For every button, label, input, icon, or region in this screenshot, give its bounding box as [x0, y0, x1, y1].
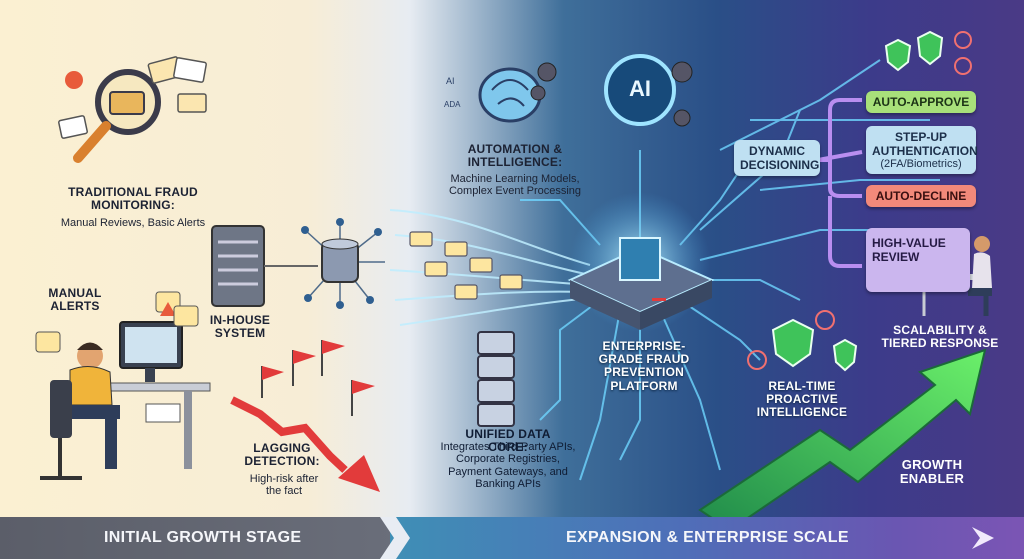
- data-core-title: UNIFIED DATA CORE:: [465, 427, 551, 455]
- automation-title: AUTOMATION & INTELLIGENCE:: [467, 142, 563, 170]
- data-core-servers-icon: [477, 331, 515, 427]
- declining-arrow-icon: [230, 396, 380, 492]
- mini-ai-label-2: ADA: [444, 100, 461, 109]
- traditional-monitoring-desc: Manual Reviews, Basic Alerts: [60, 217, 206, 229]
- footer-right-band: [390, 517, 1024, 559]
- transaction-cards: [409, 231, 523, 300]
- realtime-label: REAL-TIME PROACTIVE INTELLIGENCE: [756, 379, 848, 420]
- data-core-desc: Integrates Third-Party APIs, Corporate R…: [440, 441, 576, 490]
- platform-label: ENTERPRISE-GRADE FRAUD PREVENTION PLATFO…: [598, 339, 690, 393]
- automation-desc: Machine Learning Models, Complex Event P…: [448, 173, 582, 198]
- magnifier-icon: [58, 56, 207, 163]
- platform-device-icon: [567, 237, 715, 330]
- scalability-label: SCALABILITY & TIERED RESPONSE: [881, 323, 999, 351]
- lagging-detection-desc: High-risk after the fact: [249, 473, 319, 498]
- brain-icon: [478, 62, 557, 123]
- stage-footer: INITIAL GROWTH STAGE EXPANSION & ENTERPR…: [0, 517, 1024, 559]
- decision-branches: [817, 98, 863, 268]
- footer-divider-chevron: [380, 517, 410, 559]
- growth-arrow-icon: [698, 348, 987, 532]
- traditional-monitoring-title: TRADITIONAL FRAUD MONITORING:: [68, 185, 198, 213]
- step-up-title: STEP-UP AUTHENTICATION: [872, 130, 978, 158]
- in-house-server-icon: [211, 225, 318, 307]
- manual-alerts-label: MANUAL ALERTS: [48, 286, 102, 314]
- lagging-detection-title: LAGGING DETECTION:: [244, 441, 320, 469]
- footer-left-band: [0, 517, 400, 559]
- dynamic-decisioning-box: DYNAMIC DECISIONING: [734, 140, 820, 176]
- data-stream: [389, 209, 591, 326]
- footer-left-label: INITIAL GROWTH STAGE: [104, 529, 302, 546]
- high-value-review-box: HIGH-VALUE REVIEW: [866, 228, 970, 292]
- in-house-system-label: IN-HOUSE SYSTEM: [209, 313, 271, 341]
- database-hub-icon: [301, 218, 385, 309]
- ai-chip-icon: [604, 54, 693, 127]
- circuit-lines: [520, 59, 940, 481]
- growth-enabler-label: GROWTH ENABLER: [899, 457, 965, 487]
- red-flags-icon: [261, 340, 375, 416]
- ai-chip-label: AI: [629, 76, 651, 101]
- mini-ai-label-1: AI: [446, 76, 455, 86]
- step-up-desc: (2FA/Biometrics): [880, 158, 962, 170]
- auto-decline-box: AUTO-DECLINE: [866, 185, 976, 207]
- auto-approve-box: AUTO-APPROVE: [866, 91, 976, 113]
- footer-arrow-icon: [972, 527, 994, 549]
- footer-right-label: EXPANSION & ENTERPRISE SCALE: [566, 529, 849, 546]
- step-up-box: STEP-UP AUTHENTICATION (2FA/Biometrics): [866, 126, 978, 174]
- shield-icons: [747, 30, 972, 372]
- analyst-desk-illustration: [35, 291, 211, 480]
